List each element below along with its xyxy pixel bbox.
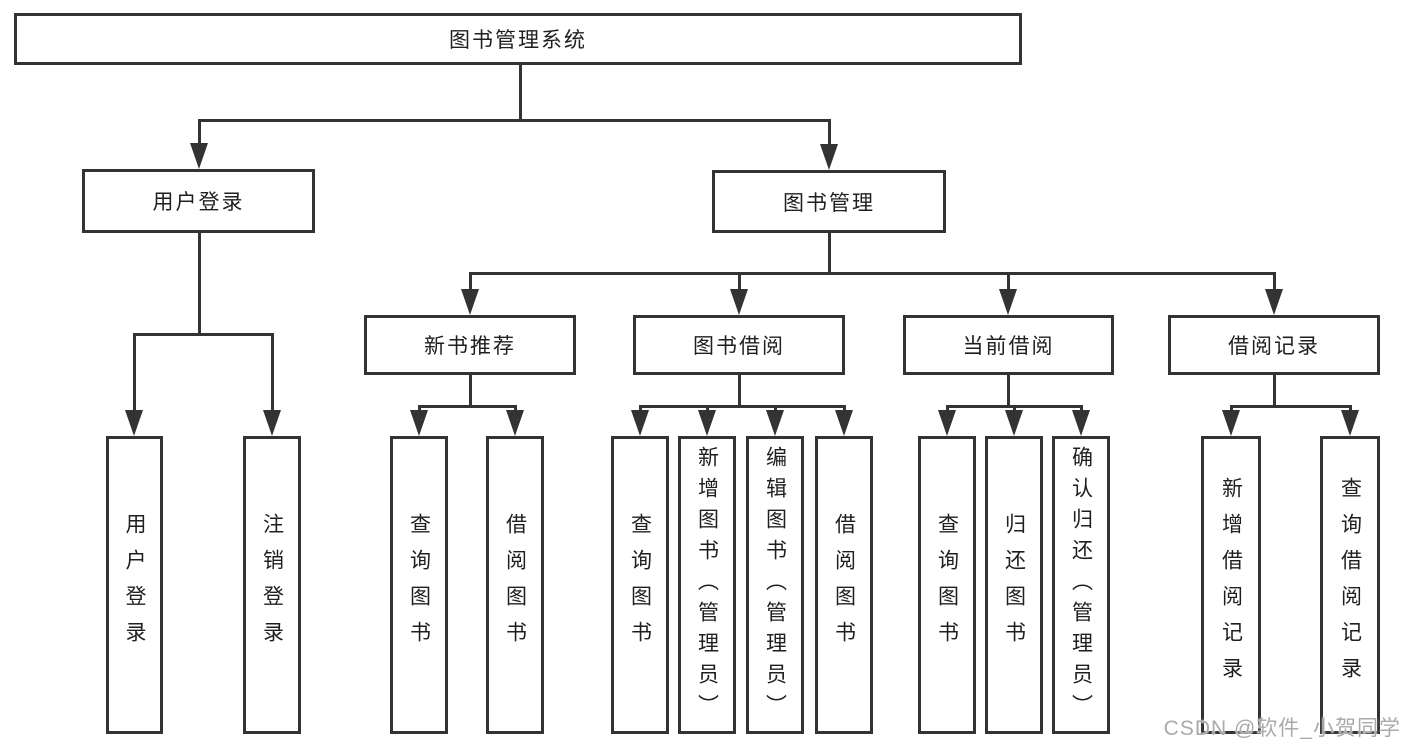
- connector-current-stub-3: [1080, 405, 1083, 412]
- leaf-borrow-books: 借阅图书: [815, 436, 873, 734]
- connector-root-crossbar: [198, 119, 831, 122]
- connector-newbook-stub-2: [514, 405, 517, 412]
- leaf-query-borrow-record-label: 查询借阅记录: [1338, 477, 1362, 693]
- leaf-user-login-label: 用户登录: [123, 513, 146, 657]
- connector-bookmgmt-stub-3: [1007, 272, 1010, 291]
- connector-borrow-stub-3: [774, 405, 777, 412]
- connector-current-stem: [1007, 375, 1010, 407]
- arrow-down-icon: [938, 410, 956, 436]
- arrow-down-icon: [1072, 410, 1090, 436]
- node-current-borrowing-label: 当前借阅: [962, 335, 1055, 358]
- leaf-add-borrow-record: 新增借阅记录: [1201, 436, 1261, 734]
- arrow-down-icon: [125, 410, 143, 436]
- node-root: 图书管理系统: [14, 13, 1022, 65]
- node-book-borrowing: 图书借阅: [633, 315, 845, 375]
- arrow-down-icon: [999, 289, 1017, 315]
- connector-records-stem: [1273, 375, 1276, 407]
- arrow-down-icon: [730, 289, 748, 315]
- connector-records-stub-2: [1349, 405, 1352, 412]
- node-book-management-label: 图书管理: [783, 191, 875, 215]
- leaf-newbook-query-books-label: 查询图书: [407, 513, 431, 657]
- leaf-borrow-books-label: 借阅图书: [832, 513, 856, 657]
- leaf-add-books-admin-label: 新增图书（管理员）: [695, 445, 719, 725]
- node-borrowing-records-label: 借阅记录: [1228, 335, 1320, 358]
- arrow-down-icon: [461, 289, 479, 315]
- leaf-edit-books-admin-label: 编辑图书（管理员）: [763, 445, 787, 725]
- node-book-management: 图书管理: [712, 170, 946, 233]
- arrow-down-icon: [190, 143, 208, 169]
- connector-userlogin-crossbar: [133, 333, 274, 336]
- node-borrowing-records: 借阅记录: [1168, 315, 1380, 375]
- connector-borrow-stub-4: [843, 405, 846, 412]
- leaf-add-borrow-record-label: 新增借阅记录: [1219, 477, 1243, 693]
- arrow-down-icon: [631, 410, 649, 436]
- arrow-down-icon: [698, 410, 716, 436]
- leaf-borrow-query-books-label: 查询图书: [628, 513, 652, 657]
- leaf-confirm-return-admin-label: 确认归还（管理员）: [1069, 445, 1093, 725]
- leaf-current-query-books: 查询图书: [918, 436, 976, 734]
- connector-bookmgmt-crossbar: [469, 272, 1276, 275]
- node-user-login-label: 用户登录: [152, 191, 245, 214]
- connector-records-crossbar: [1230, 405, 1352, 408]
- connector-current-stub-1: [946, 405, 949, 412]
- connector-bookmgmt-stub-4: [1273, 272, 1276, 291]
- connector-root-stem: [519, 65, 522, 122]
- arrow-down-icon: [1222, 410, 1240, 436]
- arrow-down-icon: [410, 410, 428, 436]
- node-root-label: 图书管理系统: [449, 29, 587, 52]
- leaf-newbook-borrow-books: 借阅图书: [486, 436, 544, 734]
- leaf-newbook-query-books: 查询图书: [390, 436, 448, 734]
- csdn-watermark: CSDN @软件_小贺同学: [1163, 717, 1401, 740]
- connector-borrow-stub-1: [639, 405, 642, 412]
- connector-records-stub-1: [1230, 405, 1233, 412]
- arrow-down-icon: [506, 410, 524, 436]
- arrow-down-icon: [263, 410, 281, 436]
- connector-newbook-crossbar: [418, 405, 517, 408]
- connector-root-stub-right: [828, 119, 831, 146]
- connector-userlogin-stub-2: [271, 333, 274, 412]
- arrow-down-icon: [766, 410, 784, 436]
- node-user-login: 用户登录: [82, 169, 315, 233]
- arrow-down-icon: [1005, 410, 1023, 436]
- connector-newbook-stem: [469, 375, 472, 407]
- arrow-down-icon: [1341, 410, 1359, 436]
- connector-root-stub-left: [198, 119, 201, 145]
- arrow-down-icon: [835, 410, 853, 436]
- connector-current-stub-2: [1013, 405, 1016, 412]
- leaf-return-books-label: 归还图书: [1002, 513, 1026, 657]
- leaf-confirm-return-admin: 确认归还（管理员）: [1052, 436, 1110, 734]
- leaf-current-query-books-label: 查询图书: [935, 513, 959, 657]
- node-current-borrowing: 当前借阅: [903, 315, 1114, 375]
- leaf-user-login: 用户登录: [106, 436, 163, 734]
- leaf-query-borrow-record: 查询借阅记录: [1320, 436, 1380, 734]
- connector-userlogin-stem: [198, 233, 201, 335]
- leaf-add-books-admin: 新增图书（管理员）: [678, 436, 736, 734]
- arrow-down-icon: [1265, 289, 1283, 315]
- leaf-borrow-query-books: 查询图书: [611, 436, 669, 734]
- node-new-book-recommend-label: 新书推荐: [424, 335, 516, 358]
- connector-userlogin-stub-1: [133, 333, 136, 412]
- connector-bookmgmt-stub-2: [738, 272, 741, 291]
- node-book-borrowing-label: 图书借阅: [693, 335, 785, 358]
- leaf-logout: 注销登录: [243, 436, 301, 734]
- connector-borrow-stem: [738, 375, 741, 407]
- leaf-edit-books-admin: 编辑图书（管理员）: [746, 436, 804, 734]
- leaf-newbook-borrow-books-label: 借阅图书: [503, 513, 527, 657]
- node-new-book-recommend: 新书推荐: [364, 315, 576, 375]
- connector-bookmgmt-stem: [828, 233, 831, 274]
- connector-borrow-crossbar: [639, 405, 846, 408]
- connector-newbook-stub-1: [418, 405, 421, 412]
- connector-bookmgmt-stub-1: [469, 272, 472, 291]
- leaf-logout-label: 注销登录: [260, 513, 284, 657]
- connector-borrow-stub-2: [706, 405, 709, 412]
- arrow-down-icon: [820, 144, 838, 170]
- leaf-return-books: 归还图书: [985, 436, 1043, 734]
